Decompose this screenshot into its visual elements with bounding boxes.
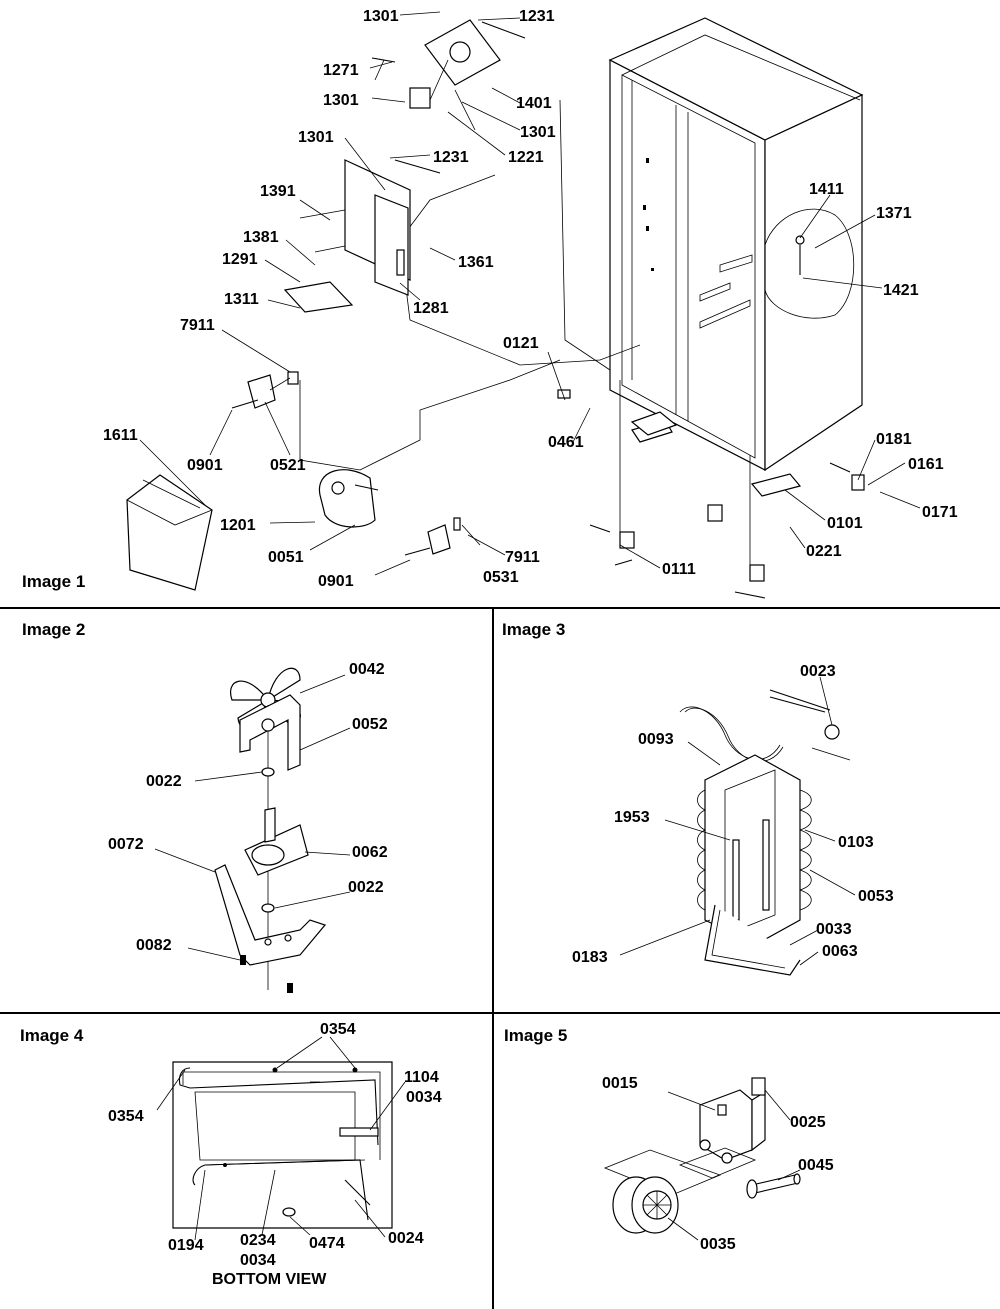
refrigerator-cabinet [608, 17, 864, 570]
label-0521: 0521 [270, 457, 306, 474]
label-1311: 1311 [224, 291, 259, 308]
label-1953: 1953 [614, 809, 650, 826]
label-0072: 0072 [108, 836, 144, 853]
label-0051: 0051 [268, 549, 304, 566]
label-0063: 0063 [822, 943, 858, 960]
label-0062: 0062 [352, 844, 388, 861]
label-0052: 0052 [352, 716, 388, 733]
label-0194: 0194 [168, 1237, 204, 1254]
label-0181: 0181 [876, 431, 912, 448]
label-1611: 1611 [103, 427, 138, 444]
label-1301-c: 1301 [520, 124, 556, 141]
divider-vertical [492, 607, 494, 1309]
evaporator-fan-motor-assembly [154, 667, 351, 993]
label-0901-a: 0901 [187, 457, 223, 474]
label-0033: 0033 [816, 921, 852, 938]
label-0901-b: 0901 [318, 573, 354, 590]
label-0082: 0082 [136, 937, 172, 954]
caption-bottom-view: BOTTOM VIEW [212, 1271, 327, 1288]
label-0042: 0042 [349, 661, 385, 678]
label-1301-a: 1301 [363, 8, 399, 25]
duct-cover-assembly [283, 159, 441, 313]
label-0171: 0171 [922, 504, 958, 521]
label-0354-a: 0354 [320, 1021, 356, 1038]
label-1221: 1221 [508, 149, 544, 166]
label-1371: 1371 [876, 205, 912, 222]
bottom-view-tubing [156, 1036, 406, 1241]
label-0015: 0015 [602, 1075, 638, 1092]
image5-title: Image 5 [504, 1026, 568, 1045]
label-0354-b: 0354 [108, 1108, 144, 1125]
label-1411: 1411 [809, 181, 844, 198]
roller-assembly-detail [603, 1077, 801, 1241]
label-1231-b: 1231 [433, 149, 469, 166]
label-1361: 1361 [458, 254, 494, 271]
label-1421: 1421 [883, 282, 919, 299]
label-0034-a: 0034 [406, 1089, 442, 1106]
lower-hinge-bracket [404, 517, 461, 556]
label-0101: 0101 [827, 515, 863, 532]
image2-title: Image 2 [22, 620, 86, 639]
label-0034-b: 0034 [240, 1252, 276, 1269]
roller-assemblies [557, 389, 865, 599]
label-1104: 1104 [404, 1069, 439, 1086]
label-7911-a: 7911 [180, 317, 215, 334]
label-0111: 0111 [662, 561, 696, 578]
divider-horizontal-top [0, 607, 1000, 609]
label-0161: 0161 [908, 456, 944, 473]
image1-leader-lines [139, 11, 921, 576]
label-1291: 1291 [222, 251, 258, 268]
label-0221: 0221 [806, 543, 842, 560]
wire-routing [399, 174, 641, 366]
label-0103: 0103 [838, 834, 874, 851]
label-0531: 0531 [483, 569, 519, 586]
label-1401: 1401 [516, 95, 552, 112]
label-1301-d: 1301 [298, 129, 334, 146]
label-1391: 1391 [260, 183, 296, 200]
back-cover-panel [126, 474, 213, 591]
label-1231-a: 1231 [519, 8, 555, 25]
label-0024: 0024 [388, 1230, 424, 1247]
label-0461: 0461 [548, 434, 584, 451]
label-0183: 0183 [572, 949, 608, 966]
label-1271: 1271 [323, 62, 359, 79]
drain-pan [318, 469, 379, 528]
fan-bracket-assembly [371, 19, 526, 131]
label-0474: 0474 [309, 1235, 345, 1252]
image4-title: Image 4 [20, 1026, 84, 1045]
label-0045: 0045 [798, 1157, 834, 1174]
label-1381: 1381 [243, 229, 279, 246]
label-1201: 1201 [220, 517, 256, 534]
image1-title: Image 1 [22, 572, 86, 591]
label-0053: 0053 [858, 888, 894, 905]
label-0234: 0234 [240, 1232, 276, 1249]
image3-title: Image 3 [502, 620, 566, 639]
damper-control [231, 371, 299, 409]
label-0025: 0025 [790, 1114, 826, 1131]
evaporator-assembly [619, 676, 856, 976]
label-0023: 0023 [800, 663, 836, 680]
label-0093: 0093 [638, 731, 674, 748]
label-1281: 1281 [413, 300, 449, 317]
label-0022-b: 0022 [348, 879, 384, 896]
label-7911-b: 7911 [505, 549, 540, 566]
label-0022-a: 0022 [146, 773, 182, 790]
label-0035: 0035 [700, 1236, 736, 1253]
label-0121: 0121 [503, 335, 539, 352]
divider-horizontal-bottom [0, 1012, 1000, 1014]
label-1301-b: 1301 [323, 92, 359, 109]
